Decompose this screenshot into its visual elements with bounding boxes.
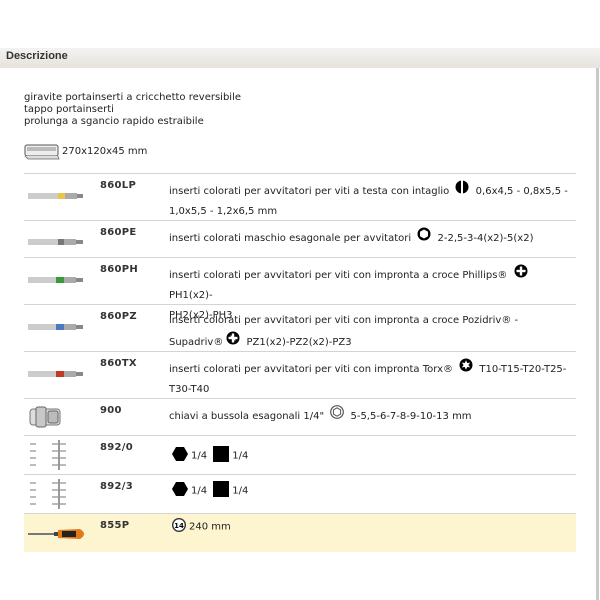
pozidriv-icon — [226, 331, 240, 353]
item-sizes: 2-2,5-3-4(x2)-5(x2) — [437, 233, 534, 244]
section-title: Descrizione — [6, 50, 68, 62]
item-code: 860PH — [100, 264, 139, 275]
bit-thumbnail — [28, 187, 84, 206]
item-description: inserti colorati per avvitatori per viti… — [169, 180, 574, 222]
table-row: 860PH inserti colorati per avvitatori pe… — [24, 257, 576, 321]
drive-spec: 1/4 1/4 — [169, 446, 248, 465]
item-code: 892/0 — [100, 442, 133, 453]
case-size: 270x120x45 mm — [62, 146, 148, 157]
length-label: 240 mm — [189, 521, 231, 533]
square-label: 1/4 — [232, 485, 249, 497]
bit-thumbnail — [28, 318, 84, 337]
slotted-icon — [455, 180, 469, 202]
phillips-icon — [514, 264, 528, 286]
square-icon — [213, 481, 230, 500]
item-description: chiavi a bussola esagonali 1/4" 5-5,5-6-… — [169, 405, 574, 427]
item-text: inserti colorati per avvitatori per viti… — [169, 315, 519, 326]
right-border — [596, 68, 599, 600]
item-text: inserti colorati maschio esagonale per a… — [169, 233, 412, 244]
item-text: chiavi a bussola esagonali 1/4" — [169, 411, 325, 422]
bit-thumbnail — [28, 365, 84, 384]
bit-thumbnail — [28, 233, 84, 252]
hex-label: 1/4 — [191, 450, 208, 462]
screwdriver-thumbnail — [28, 526, 92, 545]
item-sizes: T10-T15-T20-T25- — [479, 364, 567, 375]
description-line: prolunga a sgancio rapido estraibile — [24, 116, 204, 127]
size-badge-icon: 14 — [171, 517, 187, 535]
section-header-bar — [0, 48, 600, 68]
hexagon-icon — [172, 446, 188, 465]
item-text: inserti colorati per avvitatori per viti… — [169, 186, 450, 197]
item-text: inserti colorati per avvitatori per viti… — [169, 270, 508, 281]
item-code: 860TX — [100, 358, 137, 369]
table-row: 860PE inserti colorati maschio esagonale… — [24, 220, 576, 257]
hex-label: 1/4 — [191, 485, 208, 497]
item-sizes: 5-5,5-6-7-8-9-10-13 mm — [350, 411, 472, 422]
hexagon-icon — [172, 481, 188, 500]
drive-spec: 1/4 1/4 — [169, 481, 248, 500]
item-code: 860LP — [100, 180, 137, 191]
case-icon — [24, 142, 60, 164]
item-code: 892/3 — [100, 481, 133, 492]
table-row: 892/3 1/4 1/4 — [24, 474, 576, 513]
table-row: 900 chiavi a bussola esagonali 1/4" 5-5,… — [24, 398, 576, 435]
description-block: giravite portainserti a cricchetto rever… — [24, 92, 241, 128]
bit-thumbnail — [28, 271, 84, 290]
svg-text:14: 14 — [174, 522, 184, 530]
item-text: inserti colorati per avvitatori per viti… — [169, 364, 454, 375]
length-spec: 14 240 mm — [169, 517, 231, 535]
holder-thumbnail — [28, 440, 80, 474]
item-code: 860PZ — [100, 311, 137, 322]
table-row-highlighted: 855P 14 240 mm — [24, 513, 576, 552]
torx-icon — [459, 358, 473, 380]
square-icon — [213, 446, 230, 465]
item-sizes: 0,6x4,5 - 0,8x5,5 - — [475, 186, 568, 197]
hex-socket-icon — [417, 227, 431, 249]
item-description: inserti colorati per avvitatori per viti… — [169, 264, 574, 326]
description-line: giravite portainserti a cricchetto rever… — [24, 92, 241, 103]
table-row: 892/0 1/4 1/4 — [24, 435, 576, 474]
socket-thumbnail — [28, 405, 68, 433]
item-code: 860PE — [100, 227, 137, 238]
item-description: inserti colorati per avvitatori per viti… — [169, 311, 574, 353]
item-sizes-cont: PH2(x2)-PH3 — [169, 310, 233, 321]
hex-socket-key-icon — [330, 405, 345, 427]
holder-thumbnail — [28, 479, 80, 513]
item-sizes: PH1(x2)- — [169, 290, 213, 301]
item-code: 855P — [100, 520, 130, 531]
table-row: 860TX inserti colorati per avvitatori pe… — [24, 351, 576, 398]
item-sizes-cont: T30-T40 — [169, 384, 210, 395]
item-code: 900 — [100, 405, 122, 416]
square-label: 1/4 — [232, 450, 249, 462]
description-line: tappo portainserti — [24, 104, 114, 115]
item-description: inserti colorati per avvitatori per viti… — [169, 358, 574, 400]
item-description: inserti colorati maschio esagonale per a… — [169, 227, 574, 249]
item-sizes: PZ1(x2)-PZ2(x2)-PZ3 — [246, 337, 352, 348]
table-row: 860PZ inserti colorati per avvitatori pe… — [24, 304, 576, 351]
item-sizes-cont: 1,0x5,5 - 1,2x6,5 mm — [169, 206, 278, 217]
table-row: 860LP inserti colorati per avvitatori pe… — [24, 173, 576, 220]
item-text-cont: Supadriv® — [169, 337, 224, 348]
